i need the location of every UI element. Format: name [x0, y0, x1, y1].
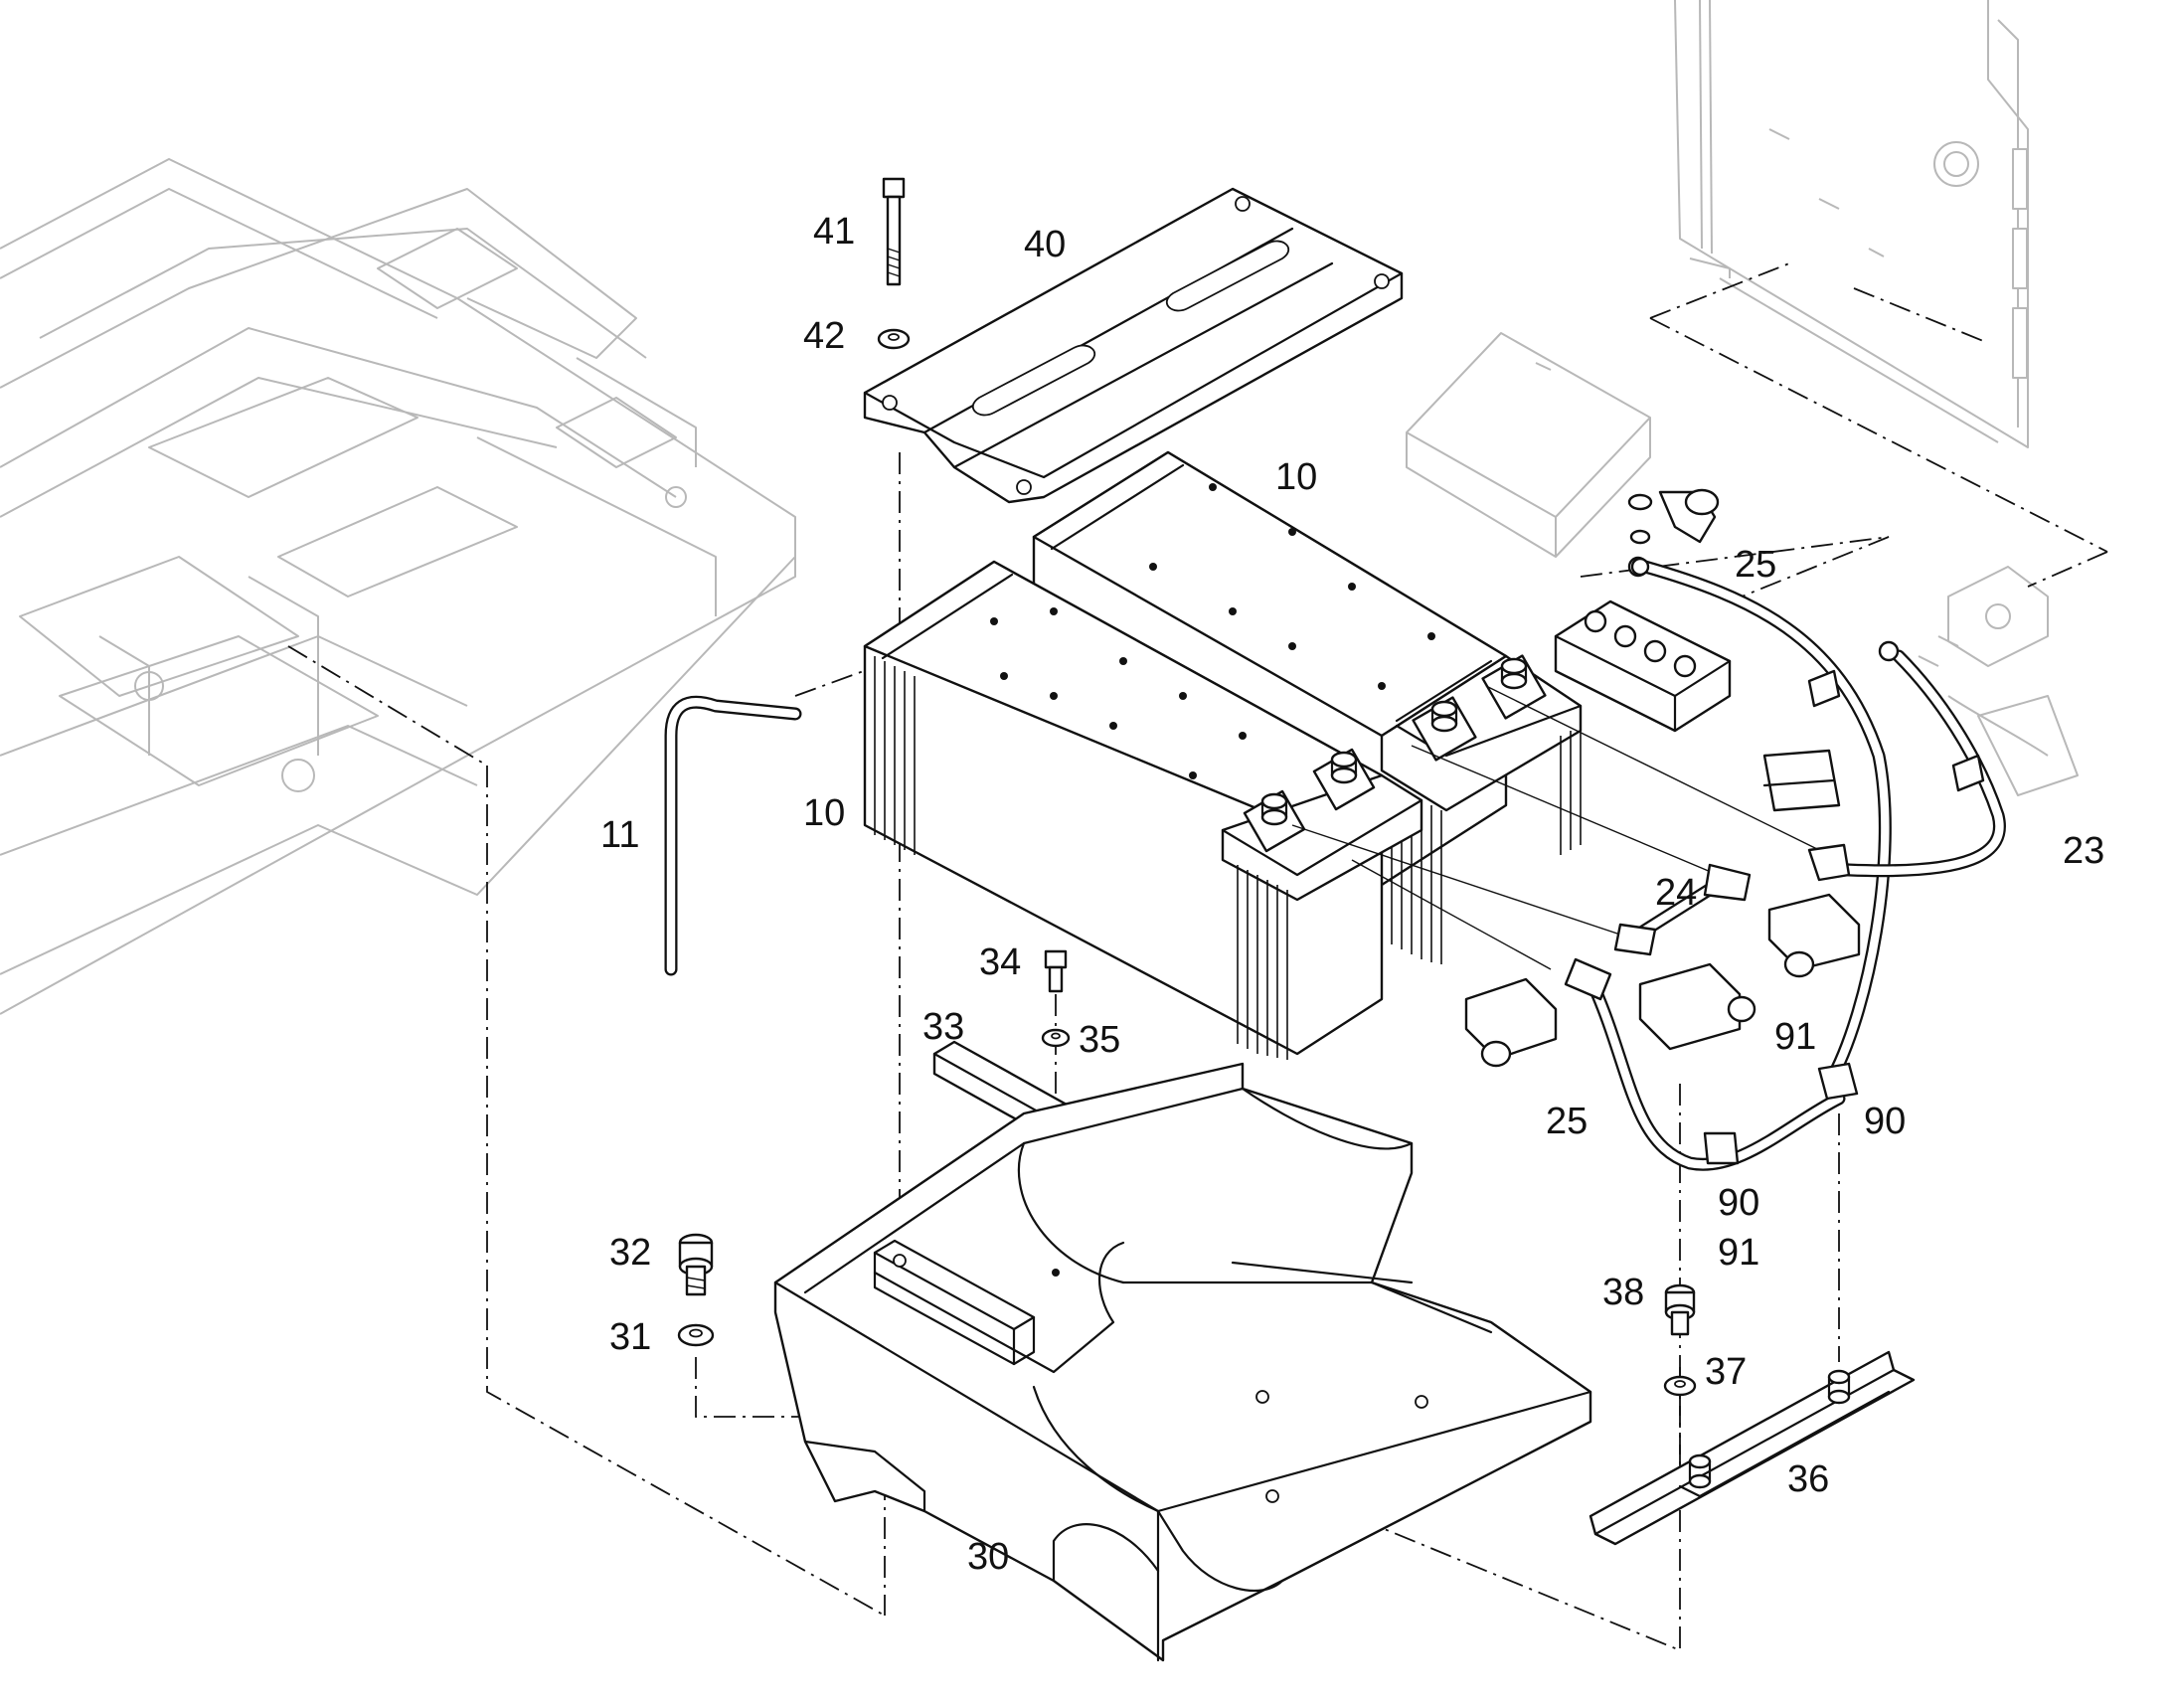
- callout-34: 34: [979, 941, 1021, 983]
- part-41-bolt: [882, 177, 906, 286]
- callout-25-lower: 25: [1546, 1101, 1588, 1142]
- rear-battery-top-dots: [1149, 483, 1435, 690]
- callout-labels: 41 40 42 10 25 11 10 23 24 34 35 33 91 9…: [600, 211, 2104, 1578]
- part-36-hold-down-angle: [1588, 1350, 1916, 1546]
- part-38-screw: [1664, 1283, 1696, 1336]
- callout-11: 11: [600, 814, 639, 856]
- terminal-covers: [1464, 749, 1861, 1068]
- rear-battery-terminal-pos: [1481, 654, 1547, 720]
- cover-context: [1406, 332, 2079, 796]
- callout-35: 35: [1079, 1019, 1120, 1061]
- junction-block: [1554, 488, 1732, 733]
- callout-91-upper: 91: [1774, 1016, 1816, 1058]
- callout-30: 30: [967, 1536, 1009, 1578]
- part-10-front-battery: [863, 560, 1423, 1060]
- part-11-breather-hose: [664, 695, 802, 976]
- rear-panel-context: [1674, 0, 2029, 448]
- front-battery-terminal-pos: [1312, 748, 1376, 811]
- part-32-screw: [678, 1233, 714, 1296]
- callout-91-lower: 91: [1718, 1232, 1759, 1274]
- callout-24: 24: [1655, 872, 1697, 914]
- callout-25-upper: 25: [1735, 544, 1776, 586]
- frame-context: [0, 158, 796, 1015]
- part-42-washer: [877, 328, 911, 350]
- callout-36: 36: [1787, 1458, 1829, 1500]
- front-battery-top-dots: [990, 607, 1247, 779]
- part-37-washer: [1663, 1375, 1697, 1397]
- part-40-clamp-bracket: [863, 187, 1404, 504]
- callout-90-right: 90: [1864, 1101, 1906, 1142]
- callout-10-rear: 10: [1275, 456, 1317, 498]
- callout-90-lower: 90: [1718, 1182, 1759, 1224]
- callout-38: 38: [1602, 1272, 1644, 1313]
- part-35-washer: [1041, 1028, 1071, 1048]
- part-30-battery-tray: [773, 1062, 1592, 1662]
- rear-battery-terminal-neg: [1412, 696, 1477, 762]
- callout-10-front: 10: [803, 792, 845, 834]
- callout-37: 37: [1705, 1351, 1747, 1393]
- callout-42: 42: [803, 315, 845, 357]
- callout-41: 41: [813, 211, 855, 253]
- callout-33: 33: [922, 1006, 964, 1048]
- callout-23: 23: [2063, 830, 2104, 872]
- callout-40: 40: [1024, 224, 1066, 265]
- battery-cables: [1291, 556, 2006, 1171]
- front-battery-terminal-neg: [1243, 789, 1306, 853]
- part-10-rear-battery: [1032, 450, 1583, 964]
- callout-32: 32: [609, 1232, 651, 1274]
- part-34-screw: [1044, 949, 1068, 993]
- callout-31: 31: [609, 1316, 651, 1358]
- part-31-washer: [677, 1323, 715, 1347]
